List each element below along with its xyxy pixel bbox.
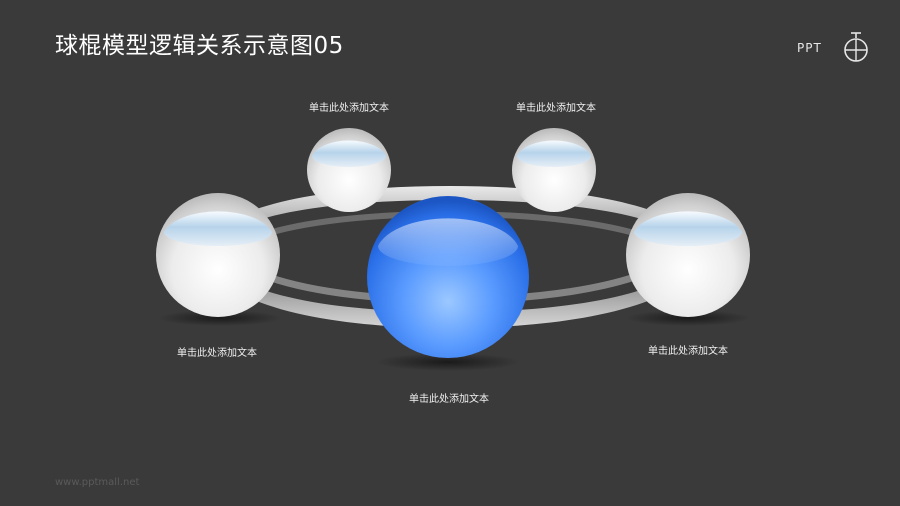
sphere-shadow-right (626, 310, 750, 326)
sphere-top-right (512, 128, 596, 212)
watermark: www.pptmall.net (55, 477, 140, 488)
sphere-left (156, 193, 280, 317)
brand-logo: PPT (795, 31, 875, 67)
label-top-left[interactable]: 单击此处添加文本 (309, 103, 389, 114)
sphere-shadow-center (376, 353, 520, 371)
logo-icon (844, 32, 868, 62)
label-center[interactable]: 单击此处添加文本 (409, 394, 489, 405)
sphere-top-left (307, 128, 391, 212)
label-right[interactable]: 单击此处添加文本 (648, 346, 728, 357)
sphere-center (367, 196, 529, 358)
logo-text: PPT (797, 41, 822, 55)
ring-front (220, 268, 688, 328)
sphere-right (626, 193, 750, 317)
sphere-shadow-left (158, 310, 282, 326)
label-top-right[interactable]: 单击此处添加文本 (516, 103, 596, 114)
label-left[interactable]: 单击此处添加文本 (177, 348, 257, 359)
page-title: 球棍模型逻辑关系示意图05 (55, 33, 344, 59)
